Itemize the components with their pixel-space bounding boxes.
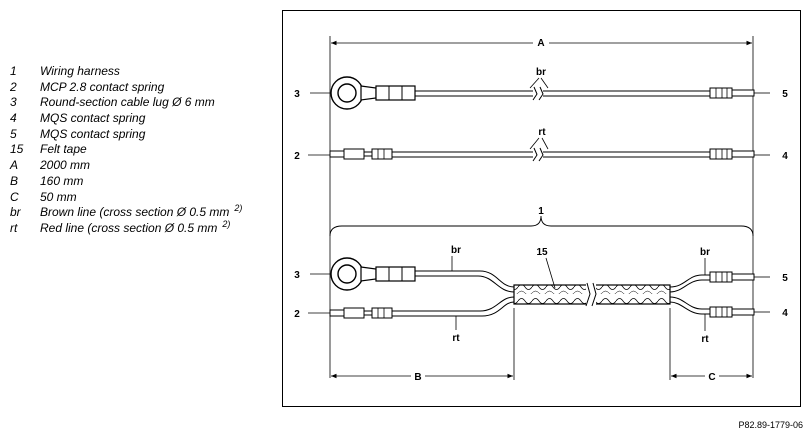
callout-3: 3 (294, 270, 300, 281)
wire-color-label: br (700, 247, 710, 258)
legend-key: C (10, 189, 19, 204)
legend-key: rt (10, 220, 18, 235)
legend-text: Felt tape (40, 142, 87, 157)
legend-key: 5 (10, 126, 17, 141)
callout-5: 5 (782, 89, 788, 100)
callout-4: 4 (782, 308, 788, 319)
legend-text: 160 mm (40, 173, 84, 188)
harness-brace: 1 (329, 206, 754, 237)
wire-color-label: br (536, 67, 546, 78)
wire-color-label: rt (701, 334, 709, 345)
legend-superscript: 2) (222, 218, 231, 229)
figure-id: P82.89-1779-06 (738, 420, 803, 430)
dimension-a-label: A (537, 38, 544, 49)
legend-key: br (10, 205, 21, 220)
callout-15: 15 (536, 247, 548, 258)
drawing-frame (282, 10, 801, 407)
wire-color-label: rt (538, 127, 546, 138)
cable-red-single: rt 2 4 (294, 127, 788, 162)
legend-text: MCP 2.8 contact spring (40, 79, 165, 94)
legend-text: MQS contact spring (40, 111, 146, 126)
legend-text: Wiring harness (40, 64, 120, 78)
legend-key: 4 (10, 111, 17, 126)
dimension-b-label: B (414, 372, 421, 383)
legend-key: 3 (10, 95, 17, 110)
legend-text: MQS contact spring (40, 126, 146, 141)
callout-1: 1 (538, 206, 544, 217)
legend-key: 2 (10, 79, 17, 94)
legend-text: 2000 mm (40, 158, 91, 173)
legend-text: Red line (cross section Ø 0.5 mm 2) (40, 218, 231, 238)
callout-5: 5 (782, 273, 788, 284)
legend-text: Round-section cable lug Ø 6 mm (40, 95, 215, 110)
callout-2: 2 (294, 309, 300, 320)
callout-2: 2 (294, 151, 300, 162)
callout-4: 4 (782, 151, 788, 162)
legend-text-main: Brown line (cross section Ø 0.5 mm (40, 205, 230, 220)
legend-text: 50 mm (40, 189, 77, 204)
legend-superscript: 2) (234, 203, 243, 214)
wire-color-label: br (451, 245, 461, 256)
wire-color-label: rt (452, 333, 460, 344)
legend-key: A (10, 158, 19, 173)
callout-3: 3 (294, 89, 300, 100)
legend-key: 15 (10, 142, 24, 157)
cable-brown-single: br 3 5 (294, 67, 788, 110)
legend-key: B (10, 173, 19, 188)
dimension-b: B (331, 308, 515, 383)
legend-key: 1 (10, 64, 17, 78)
legend-text: Brown line (cross section Ø 0.5 mm 2) (40, 203, 243, 222)
wiring-harness-assembled: 15 br rt br rt 3 2 5 4 (294, 245, 788, 345)
dimension-c: C (669, 308, 752, 383)
legend-text-main: Red line (cross section Ø 0.5 mm (40, 220, 218, 235)
dimension-c-label: C (708, 372, 715, 383)
